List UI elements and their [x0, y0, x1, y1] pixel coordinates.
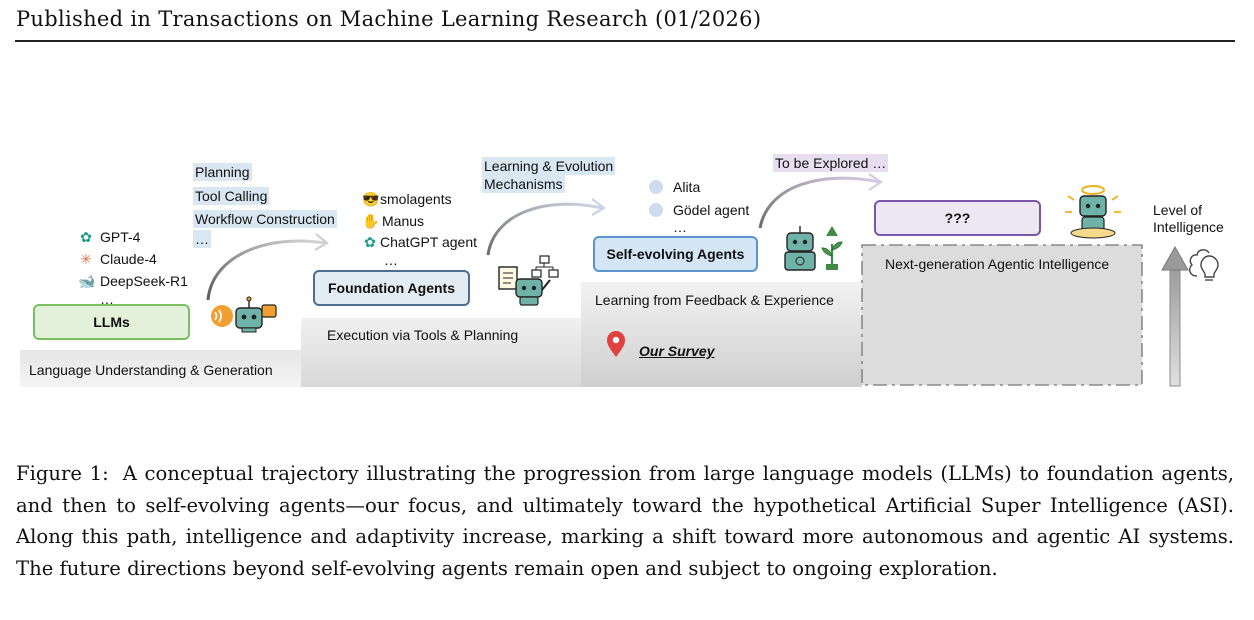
- deepseek-icon: 🐋: [78, 273, 96, 289]
- location-pin-icon: [607, 331, 625, 357]
- foundation-ellipsis: …: [384, 251, 398, 268]
- foundation-base-label: Execution via Tools & Planning: [327, 327, 519, 343]
- llm-model-list: ✿GPT-4 ✳Claude-4 🐋DeepSeek-R1 …: [78, 226, 188, 306]
- llm-model-deepseek: 🐋DeepSeek-R1: [78, 270, 188, 292]
- llms-stage-box: LLMs: [33, 304, 190, 340]
- running-header: Published in Transactions on Machine Lea…: [16, 7, 762, 31]
- intelligence-axis-label: Level of Intelligence: [1153, 202, 1224, 235]
- speaking-robot-icon: [211, 296, 277, 333]
- chatgpt-icon: ✿: [364, 234, 376, 250]
- manus-icon: ✋: [362, 212, 380, 229]
- agent-smolagents: 😎smolagents: [362, 189, 477, 211]
- transition-tool-calling: Tool Calling: [193, 186, 270, 205]
- transition-3-label: To be Explored …: [773, 154, 889, 172]
- brain-lightbulb-icon: [1189, 249, 1219, 281]
- agent-godel: Gödel agent: [649, 199, 749, 222]
- claude-icon: ✳: [80, 251, 92, 267]
- workflow-robot-icon: [498, 255, 559, 306]
- figure-caption: Figure 1:A conceptual trajectory illustr…: [16, 458, 1234, 584]
- agent-dot-icon: [649, 180, 663, 194]
- foundation-agent-list: 😎smolagents ✋Manus ✿ChatGPT agent …: [362, 189, 477, 268]
- llm-base-label: Language Understanding & Generation: [29, 362, 273, 378]
- agent-manus: ✋Manus: [362, 211, 477, 233]
- transition-2-label: Learning & Evolution Mechanisms: [482, 157, 616, 193]
- agent-dot-icon: [649, 202, 663, 217]
- our-survey-label: Our Survey: [639, 343, 715, 359]
- foundation-agents-stage-box: Foundation Agents: [313, 270, 470, 306]
- growing-robot-icon: [784, 226, 843, 271]
- self-evolving-agent-list: Alita Gödel agent …: [649, 176, 749, 235]
- transition-planning: Planning: [193, 163, 252, 181]
- smolagents-icon: 😎: [362, 191, 380, 207]
- caption-label: Figure 1:: [16, 462, 109, 485]
- future-stage-box: ???: [874, 200, 1041, 236]
- openai-icon: ✿: [80, 229, 92, 245]
- llm-model-gpt4: ✿GPT-4: [78, 226, 188, 248]
- transition-workflow: Workflow Construction: [193, 210, 337, 228]
- staircase: [20, 244, 1143, 387]
- agent-chatgpt: ✿ChatGPT agent: [362, 232, 477, 254]
- transition-1-list: Planning Tool Calling Workflow Construct…: [193, 161, 337, 248]
- self-evolving-ellipsis: …: [673, 219, 687, 235]
- llm-model-claude: ✳Claude-4: [78, 248, 188, 270]
- next-gen-base-label: Next-generation Agentic Intelligence: [885, 256, 1110, 272]
- self-evolving-base-label: Learning from Feedback & Experience: [595, 292, 834, 308]
- curved-arrows: [206, 173, 883, 301]
- intelligence-arrow: [1161, 245, 1189, 387]
- header-rule: [15, 40, 1235, 42]
- figure-graphics: [20, 173, 1219, 387]
- self-evolving-agents-stage-box: Self-evolving Agents: [593, 236, 758, 272]
- caption-text: A conceptual trajectory illustrating the…: [16, 462, 1234, 580]
- agent-alita: Alita: [649, 176, 749, 199]
- llm-ellipsis: …: [100, 291, 114, 307]
- transition-1-ellipsis: …: [193, 229, 211, 248]
- asi-robot-icon: [1065, 185, 1121, 239]
